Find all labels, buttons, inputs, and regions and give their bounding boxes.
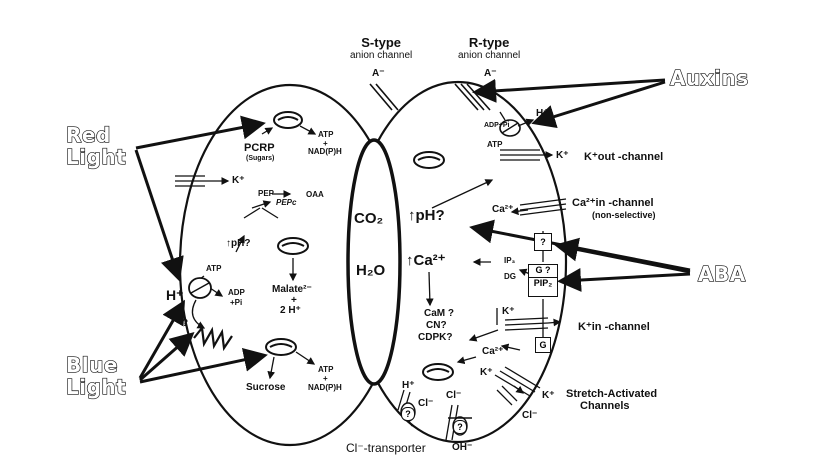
two-h-label: 2 H⁺ bbox=[280, 305, 301, 316]
ca-in-channel-label: Ca²⁺in -channel bbox=[572, 197, 654, 209]
malate-plus: + bbox=[291, 295, 297, 306]
unknown-box-1: ? bbox=[534, 233, 552, 251]
anion-label-r: A⁻ bbox=[484, 68, 497, 79]
adp-label: ADP bbox=[228, 288, 245, 297]
h-plus-top-right: H⁺ bbox=[536, 108, 549, 119]
atp-top-label: ATP bbox=[318, 130, 334, 139]
g-box: G bbox=[535, 337, 551, 353]
chloroplast bbox=[265, 111, 454, 381]
oaa-label: OAA bbox=[306, 190, 324, 199]
ph-right-label: ↑pH? bbox=[408, 207, 445, 224]
pcrp-label: PCRP bbox=[244, 142, 275, 154]
stomatal-pore bbox=[346, 138, 402, 386]
oh-label: OH⁻ bbox=[452, 442, 473, 453]
ip3-label: IP₃ bbox=[504, 256, 516, 265]
atp-right: ATP bbox=[487, 140, 503, 149]
cl-out-right: Cl⁻ bbox=[522, 410, 538, 421]
s-type-channel-label: S-type anion channel bbox=[350, 35, 413, 61]
pepc-label: PEPc bbox=[276, 198, 297, 207]
malate-label: Malate²⁻ bbox=[272, 284, 312, 295]
aba-label: ABA bbox=[697, 261, 746, 286]
k-plus-left: K⁺ bbox=[232, 175, 245, 186]
pep-label: PEP bbox=[258, 189, 275, 198]
ca-lower-right: Ca²⁺ bbox=[482, 346, 504, 357]
cdpk-label: CDPK? bbox=[418, 332, 453, 343]
adp-pi-right: ADP+Pi bbox=[484, 122, 510, 129]
h2o-label: H₂O bbox=[356, 262, 386, 279]
h-plus-bottom: H⁺ bbox=[402, 380, 415, 391]
g-protein-box: G ? PIP₂ bbox=[528, 264, 558, 297]
anion-label-s: A⁻ bbox=[372, 68, 385, 79]
k-out-channel-label: K⁺out -channel bbox=[584, 151, 664, 163]
cn-label: CN? bbox=[426, 320, 447, 331]
atp-pump-label: ATP bbox=[206, 264, 222, 273]
k-plus-stretch-outside: K⁺ bbox=[542, 390, 555, 401]
plus-top: + bbox=[323, 139, 328, 148]
k-in-channel-label: K⁺in -channel bbox=[578, 321, 650, 333]
plus-bottom: + bbox=[323, 374, 328, 383]
k-plus-in-right: K⁺ bbox=[502, 306, 515, 317]
h-plus-pump-label: H⁺ bbox=[166, 287, 184, 303]
ca-right-label: ↑Ca²⁺ bbox=[406, 252, 446, 269]
k-plus-out-right: K⁺ bbox=[556, 150, 569, 161]
co2-label: CO₂ bbox=[354, 210, 384, 227]
non-selective-label: (non-selective) bbox=[592, 210, 656, 220]
r-type-channel-label: R-type anion channel bbox=[458, 35, 521, 61]
nadph-bottom-label: NAD(P)H bbox=[308, 383, 342, 392]
cl-mid-bottom: Cl⁻ bbox=[446, 390, 462, 401]
cl-left-bottom: Cl⁻ bbox=[418, 398, 434, 409]
ph-left-label: ↑pH? bbox=[226, 238, 251, 249]
cl-transporter-label: Cl⁻-transporter bbox=[346, 441, 426, 455]
k-plus-stretch-right: K⁺ bbox=[480, 367, 493, 378]
sugars-label: (Sugars) bbox=[246, 155, 275, 162]
atp-bottom-label: ATP bbox=[318, 365, 334, 374]
nadph-top-label: NAD(P)H bbox=[308, 147, 342, 156]
unknown-box-2: ? bbox=[401, 407, 415, 421]
unknown-box-3: ? bbox=[453, 420, 467, 434]
question-left: ? bbox=[182, 318, 189, 329]
dg-label: DG bbox=[504, 272, 516, 281]
cam-label: CaM ? bbox=[424, 308, 454, 319]
pi-label: +Pi bbox=[230, 298, 243, 307]
ca-in-right: Ca²⁺ bbox=[492, 204, 514, 215]
stretch-channels-label: Stretch-Activated Channels bbox=[566, 388, 658, 412]
sucrose-label: Sucrose bbox=[246, 382, 286, 393]
auxins-label: Auxins bbox=[669, 65, 749, 90]
